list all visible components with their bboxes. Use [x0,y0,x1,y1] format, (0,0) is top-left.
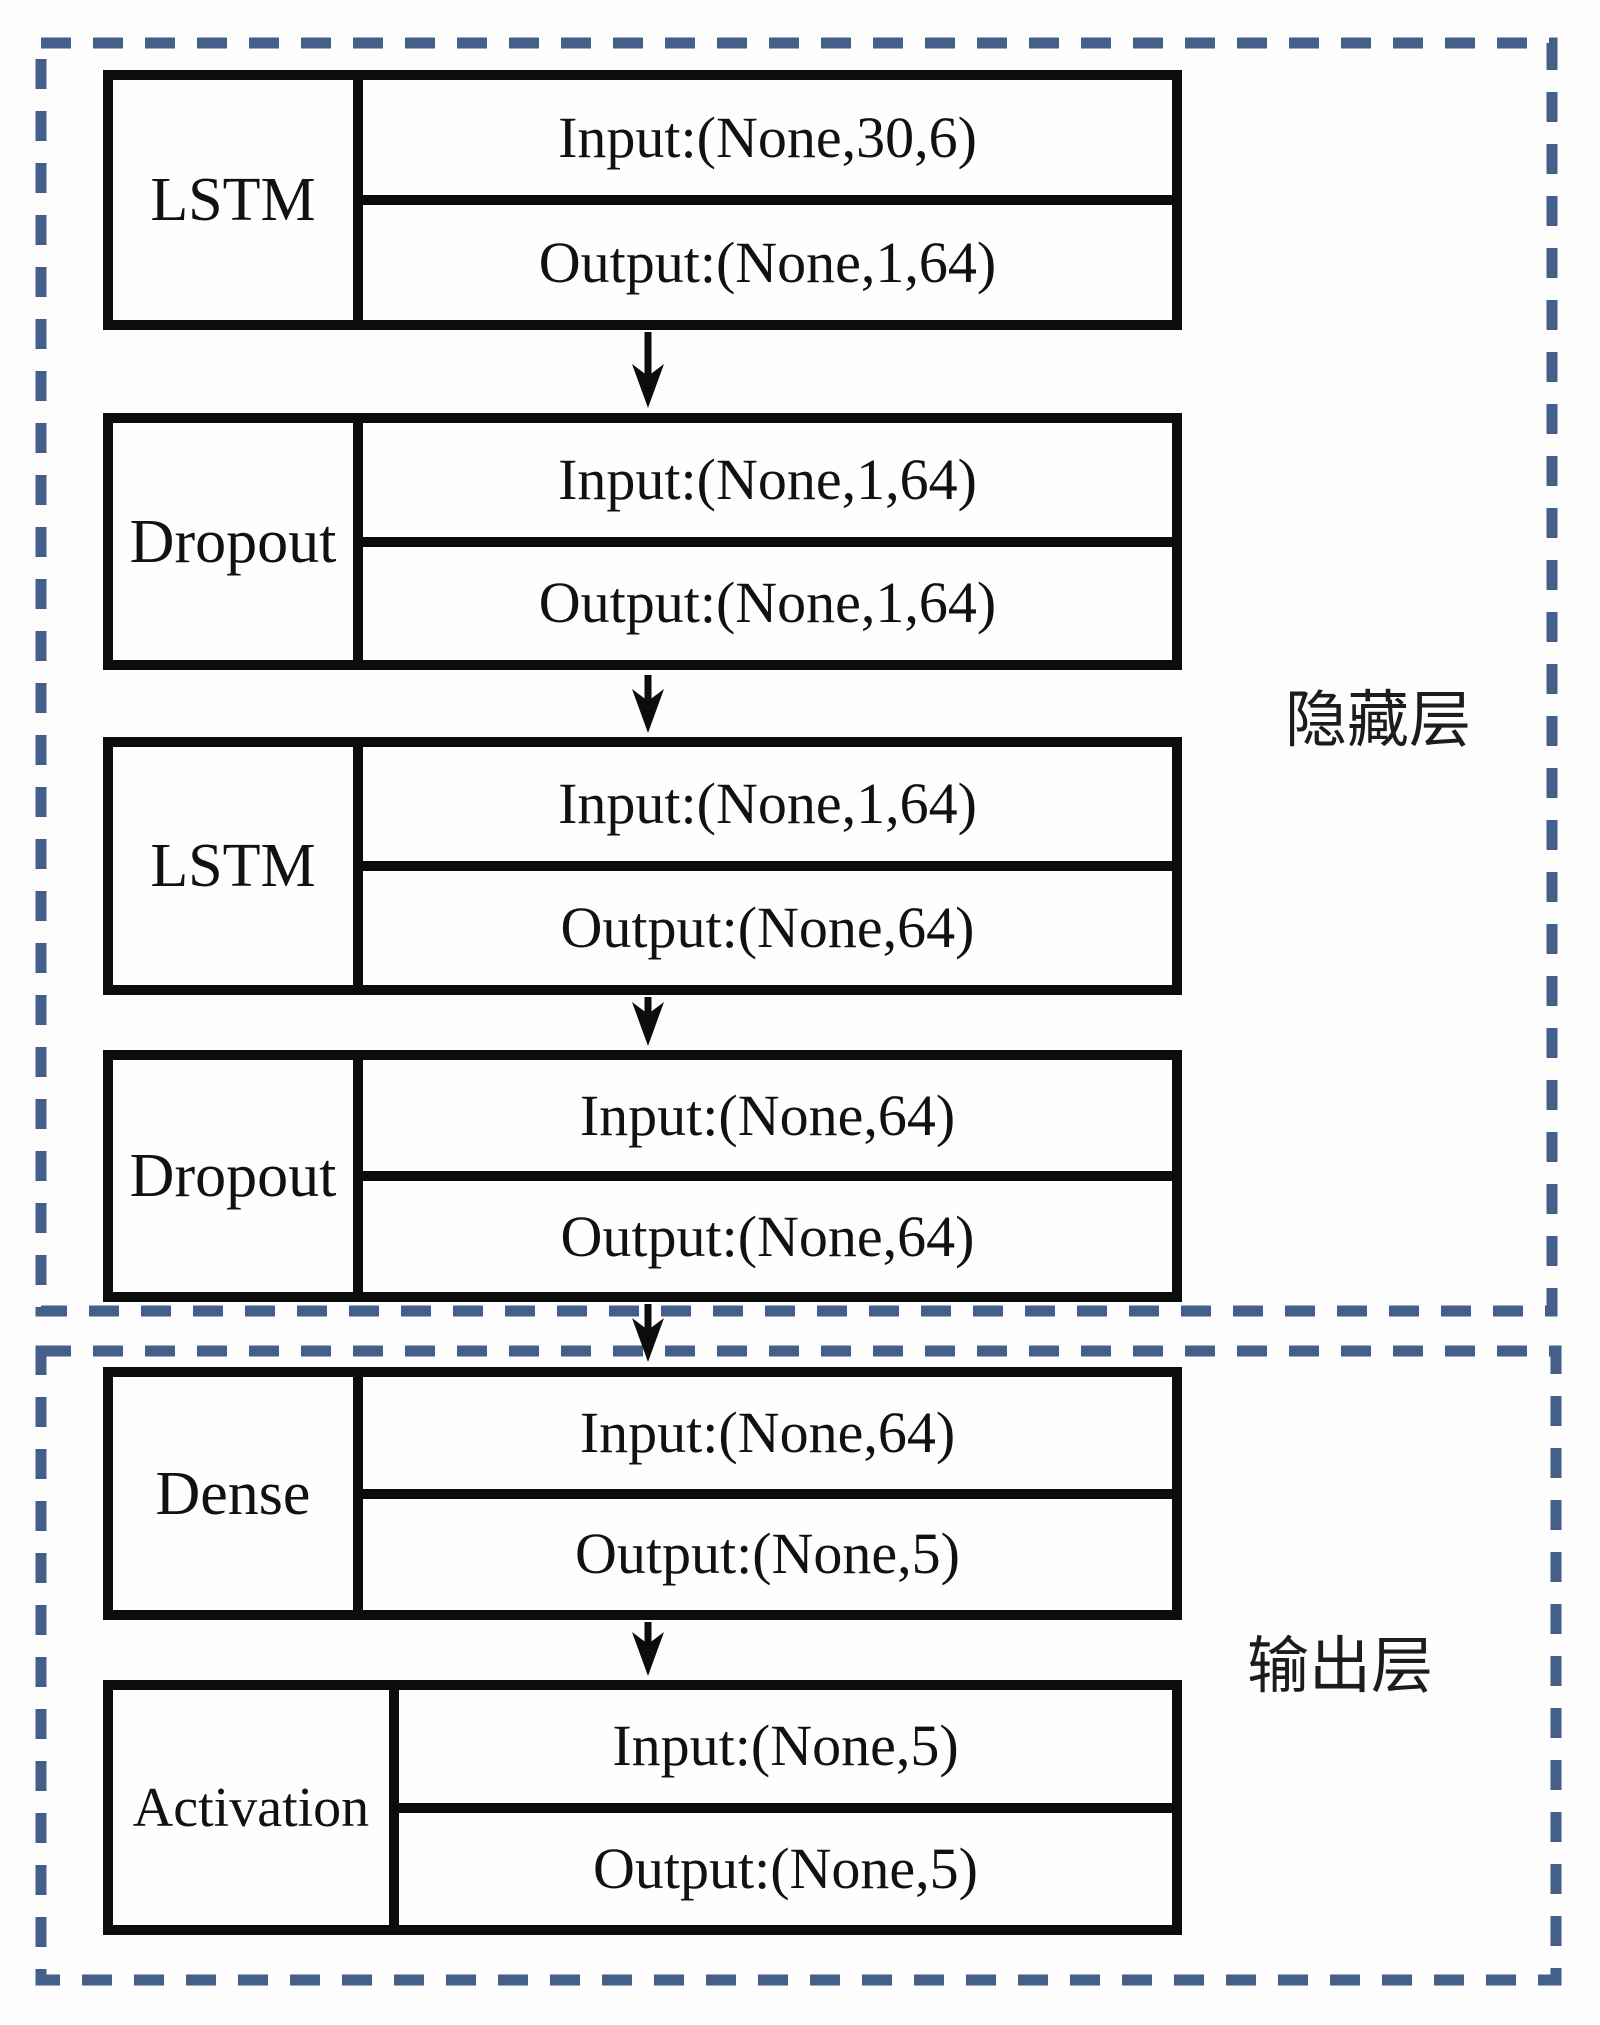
down-arrow-icon [632,332,664,408]
layer-io-cell: Input:(None,1,64) Output:(None,64) [363,747,1172,985]
down-arrow-icon [632,1622,664,1676]
hidden-layer-label: 隐藏层 [1284,687,1471,755]
layer-block-activation: Activation Input:(None,5) Output:(None,5… [103,1680,1182,1935]
layer-block-dropout-2: Dropout Input:(None,64) Output:(None,64) [103,1050,1182,1302]
layer-io-cell: Input:(None,1,64) Output:(None,1,64) [363,423,1172,660]
layer-input-shape: Input:(None,64) [579,1082,956,1148]
layer-input-shape: Input:(None,64) [579,1399,956,1465]
layer-name: Activation [113,1690,399,1925]
layer-block-dense: Dense Input:(None,64) Output:(None,5) [103,1367,1182,1620]
output-layer-label: 输出层 [1246,1633,1433,1701]
layer-name: LSTM [113,80,363,320]
layer-input-shape: Input:(None,5) [612,1713,959,1779]
cell-divider [363,861,1172,871]
layer-name: Dense [113,1377,363,1610]
layer-input-shape: Input:(None,1,64) [558,446,977,512]
cell-divider [363,1171,1172,1181]
down-arrow-icon [632,997,664,1046]
down-arrow-icon [632,1304,664,1362]
cell-divider [363,536,1172,547]
layer-name: Dropout [113,1060,363,1292]
layer-io-cell: Input:(None,30,6) Output:(None,1,64) [363,80,1172,320]
output-layer-dashed-box [35,1345,1562,1986]
layer-output-shape: Output:(None,1,64) [538,570,997,636]
cell-divider [363,1488,1172,1499]
layer-io-cell: Input:(None,64) Output:(None,64) [363,1060,1172,1292]
layer-name: LSTM [113,747,363,985]
layer-input-shape: Input:(None,30,6) [558,104,977,170]
layer-output-shape: Output:(None,5) [593,1835,978,1901]
layer-output-shape: Output:(None,1,64) [538,229,997,295]
layer-name: Dropout [113,423,363,660]
layer-block-lstm-1: LSTM Input:(None,30,6) Output:(None,1,64… [103,70,1182,330]
down-arrow-icon [632,675,664,733]
cell-divider [399,1802,1172,1813]
layer-input-shape: Input:(None,1,64) [558,771,977,836]
layer-block-dropout-1: Dropout Input:(None,1,64) Output:(None,1… [103,413,1182,670]
layer-output-shape: Output:(None,5) [575,1521,960,1587]
layer-io-cell: Input:(None,64) Output:(None,5) [363,1377,1172,1610]
layer-block-lstm-2: LSTM Input:(None,1,64) Output:(None,64) [103,737,1182,995]
layer-output-shape: Output:(None,64) [560,1203,975,1269]
layer-output-shape: Output:(None,64) [560,895,975,960]
layer-io-cell: Input:(None,5) Output:(None,5) [399,1690,1172,1925]
hidden-layer-dashed-box [35,37,1558,1317]
cell-divider [363,195,1172,205]
